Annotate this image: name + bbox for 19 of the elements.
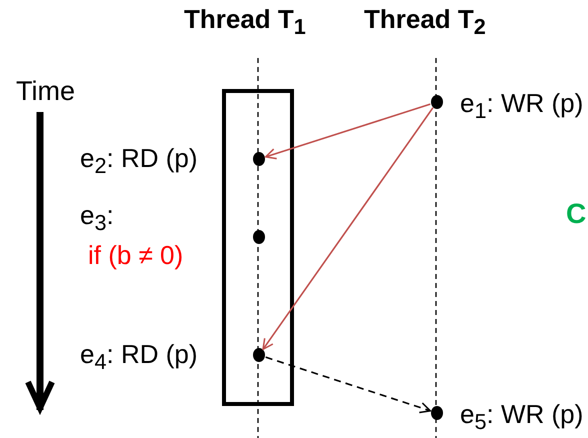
event-label: e$_{5}$: WR (p)	[460, 399, 584, 436]
event-dot	[431, 95, 443, 109]
event-dot	[253, 348, 265, 362]
heading-fragment: C	[566, 198, 586, 230]
thread-heading: Thread T$_{1}$	[184, 4, 306, 40]
frame-box	[222, 89, 294, 406]
event-dot	[431, 406, 443, 420]
event-dot	[253, 230, 265, 244]
event-dot	[253, 152, 265, 166]
thread-heading: Thread T$_{2}$	[364, 4, 486, 40]
event-label: e$_{2}$: RD (p)	[80, 143, 198, 180]
condition-text: if (b ≠ 0)	[88, 240, 184, 271]
axis-label: Time	[16, 76, 75, 107]
event-label: e$_{4}$: RD (p)	[80, 339, 198, 376]
arrow	[264, 103, 431, 160]
event-label: e$_{3}$:	[80, 200, 114, 236]
arrow	[265, 356, 432, 414]
arrow	[262, 107, 434, 350]
event-label: e$_{1}$: WR (p)	[460, 88, 584, 124]
